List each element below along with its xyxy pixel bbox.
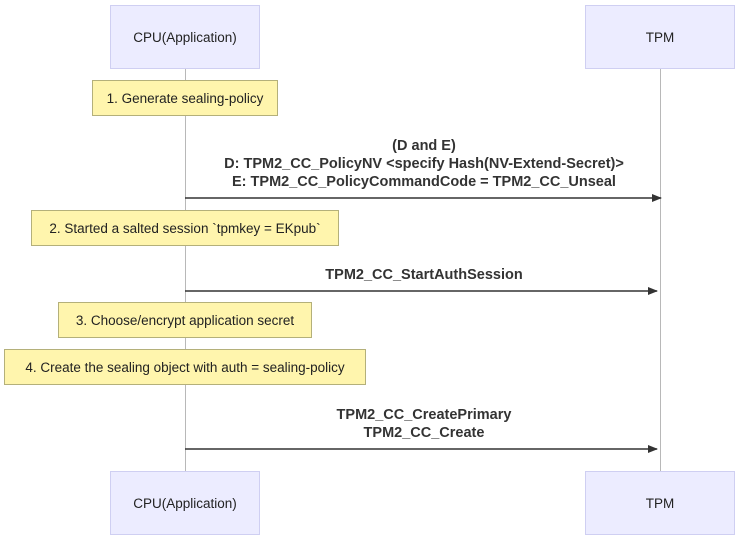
message-policy-line: D: TPM2_CC_PolicyNV <specify Hash(NV-Ext…	[224, 156, 624, 172]
message-startauthsession-line: TPM2_CC_StartAuthSession	[325, 267, 523, 283]
message-create-label: TPM2_CC_CreatePrimary TPM2_CC_Create	[185, 406, 663, 442]
message-create-line: TPM2_CC_Create	[363, 425, 485, 441]
participant-cpu-bottom: CPU(Application)	[110, 471, 260, 535]
note-2: 2. Started a salted session `tpmkey = EK…	[31, 210, 339, 246]
note-1: 1. Generate sealing-policy	[92, 80, 278, 116]
participant-tpm-top: TPM	[585, 5, 735, 69]
message-startauthsession-label: TPM2_CC_StartAuthSession	[185, 266, 663, 284]
note-4: 4. Create the sealing object with auth =…	[4, 349, 366, 385]
participant-tpm-bottom: TPM	[585, 471, 735, 535]
message-create-line: TPM2_CC_CreatePrimary	[336, 407, 512, 423]
message-policy-line: E: TPM2_CC_PolicyCommandCode = TPM2_CC_U…	[232, 174, 616, 190]
message-policy-line: (D and E)	[392, 138, 456, 154]
note-3: 3. Choose/encrypt application secret	[58, 302, 312, 338]
cpu-lifeline	[185, 69, 186, 471]
tpm-lifeline	[660, 69, 661, 471]
participant-cpu-top: CPU(Application)	[110, 5, 260, 69]
message-policy-label: (D and E) D: TPM2_CC_PolicyNV <specify H…	[185, 137, 663, 191]
